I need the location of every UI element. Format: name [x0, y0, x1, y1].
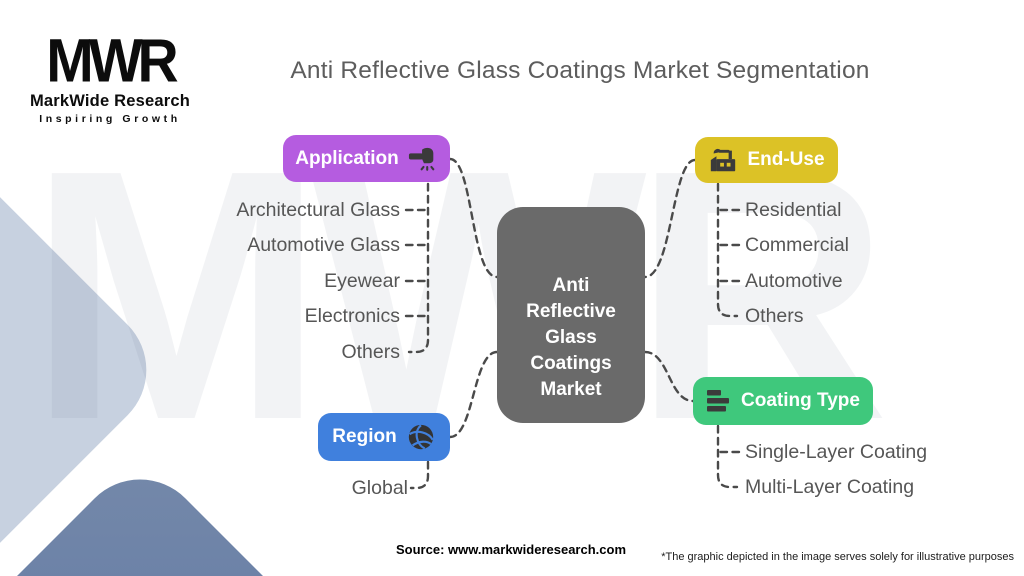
node-end-use: End-Use — [695, 137, 838, 183]
end-use-item: Automotive — [745, 270, 843, 292]
connector-center-region — [448, 350, 499, 439]
end-use-item: Residential — [745, 199, 842, 221]
application-item: Automotive Glass — [247, 234, 400, 256]
node-region: Region — [318, 413, 450, 461]
region-label: Region — [332, 426, 397, 447]
connector-enduse-center — [643, 158, 697, 279]
application-item: Architectural Glass — [236, 199, 400, 221]
end-use-label: End-Use — [747, 149, 825, 170]
end-use-item: Others — [745, 305, 804, 327]
node-coating-type: Coating Type — [693, 377, 873, 425]
end-use-item: Commercial — [745, 234, 850, 256]
spray-gun-icon — [408, 147, 435, 171]
connector-application-center — [448, 157, 499, 279]
application-item: Eyewear — [324, 270, 400, 292]
logo-company-name: MarkWide Research — [29, 92, 191, 111]
page-title: Anti Reflective Glass Coatings Market Se… — [290, 57, 870, 84]
layers-icon — [707, 390, 730, 412]
center-node-market: Anti Reflective Glass Coatings Market — [497, 207, 645, 423]
application-item: Others — [341, 341, 400, 363]
logo-mwr-mark: MWR — [46, 26, 178, 96]
connector-center-coating — [643, 350, 695, 403]
coating-type-label: Coating Type — [741, 390, 860, 411]
application-label: Application — [295, 147, 399, 169]
region-item: Global — [351, 477, 408, 499]
connector-coating-items — [716, 424, 739, 489]
coating-type-item: Single-Layer Coating — [745, 441, 928, 463]
connector-enduse-items — [716, 182, 739, 318]
application-item: Electronics — [304, 305, 400, 327]
connector-region-items — [409, 460, 430, 490]
node-application: Application — [283, 135, 450, 182]
markwide-logo: MWR MarkWide Research Inspiring Growth — [28, 26, 192, 126]
source-text: Source: www.markwideresearch.com — [396, 542, 627, 557]
coating-type-item: Multi-Layer Coating — [745, 476, 915, 498]
disclaimer-text: *The graphic depicted in the image serve… — [661, 551, 1014, 563]
factory-icon — [711, 148, 736, 172]
connector-application-items — [407, 182, 430, 354]
globe-icon — [408, 424, 434, 450]
logo-tagline: Inspiring Growth — [39, 113, 181, 126]
